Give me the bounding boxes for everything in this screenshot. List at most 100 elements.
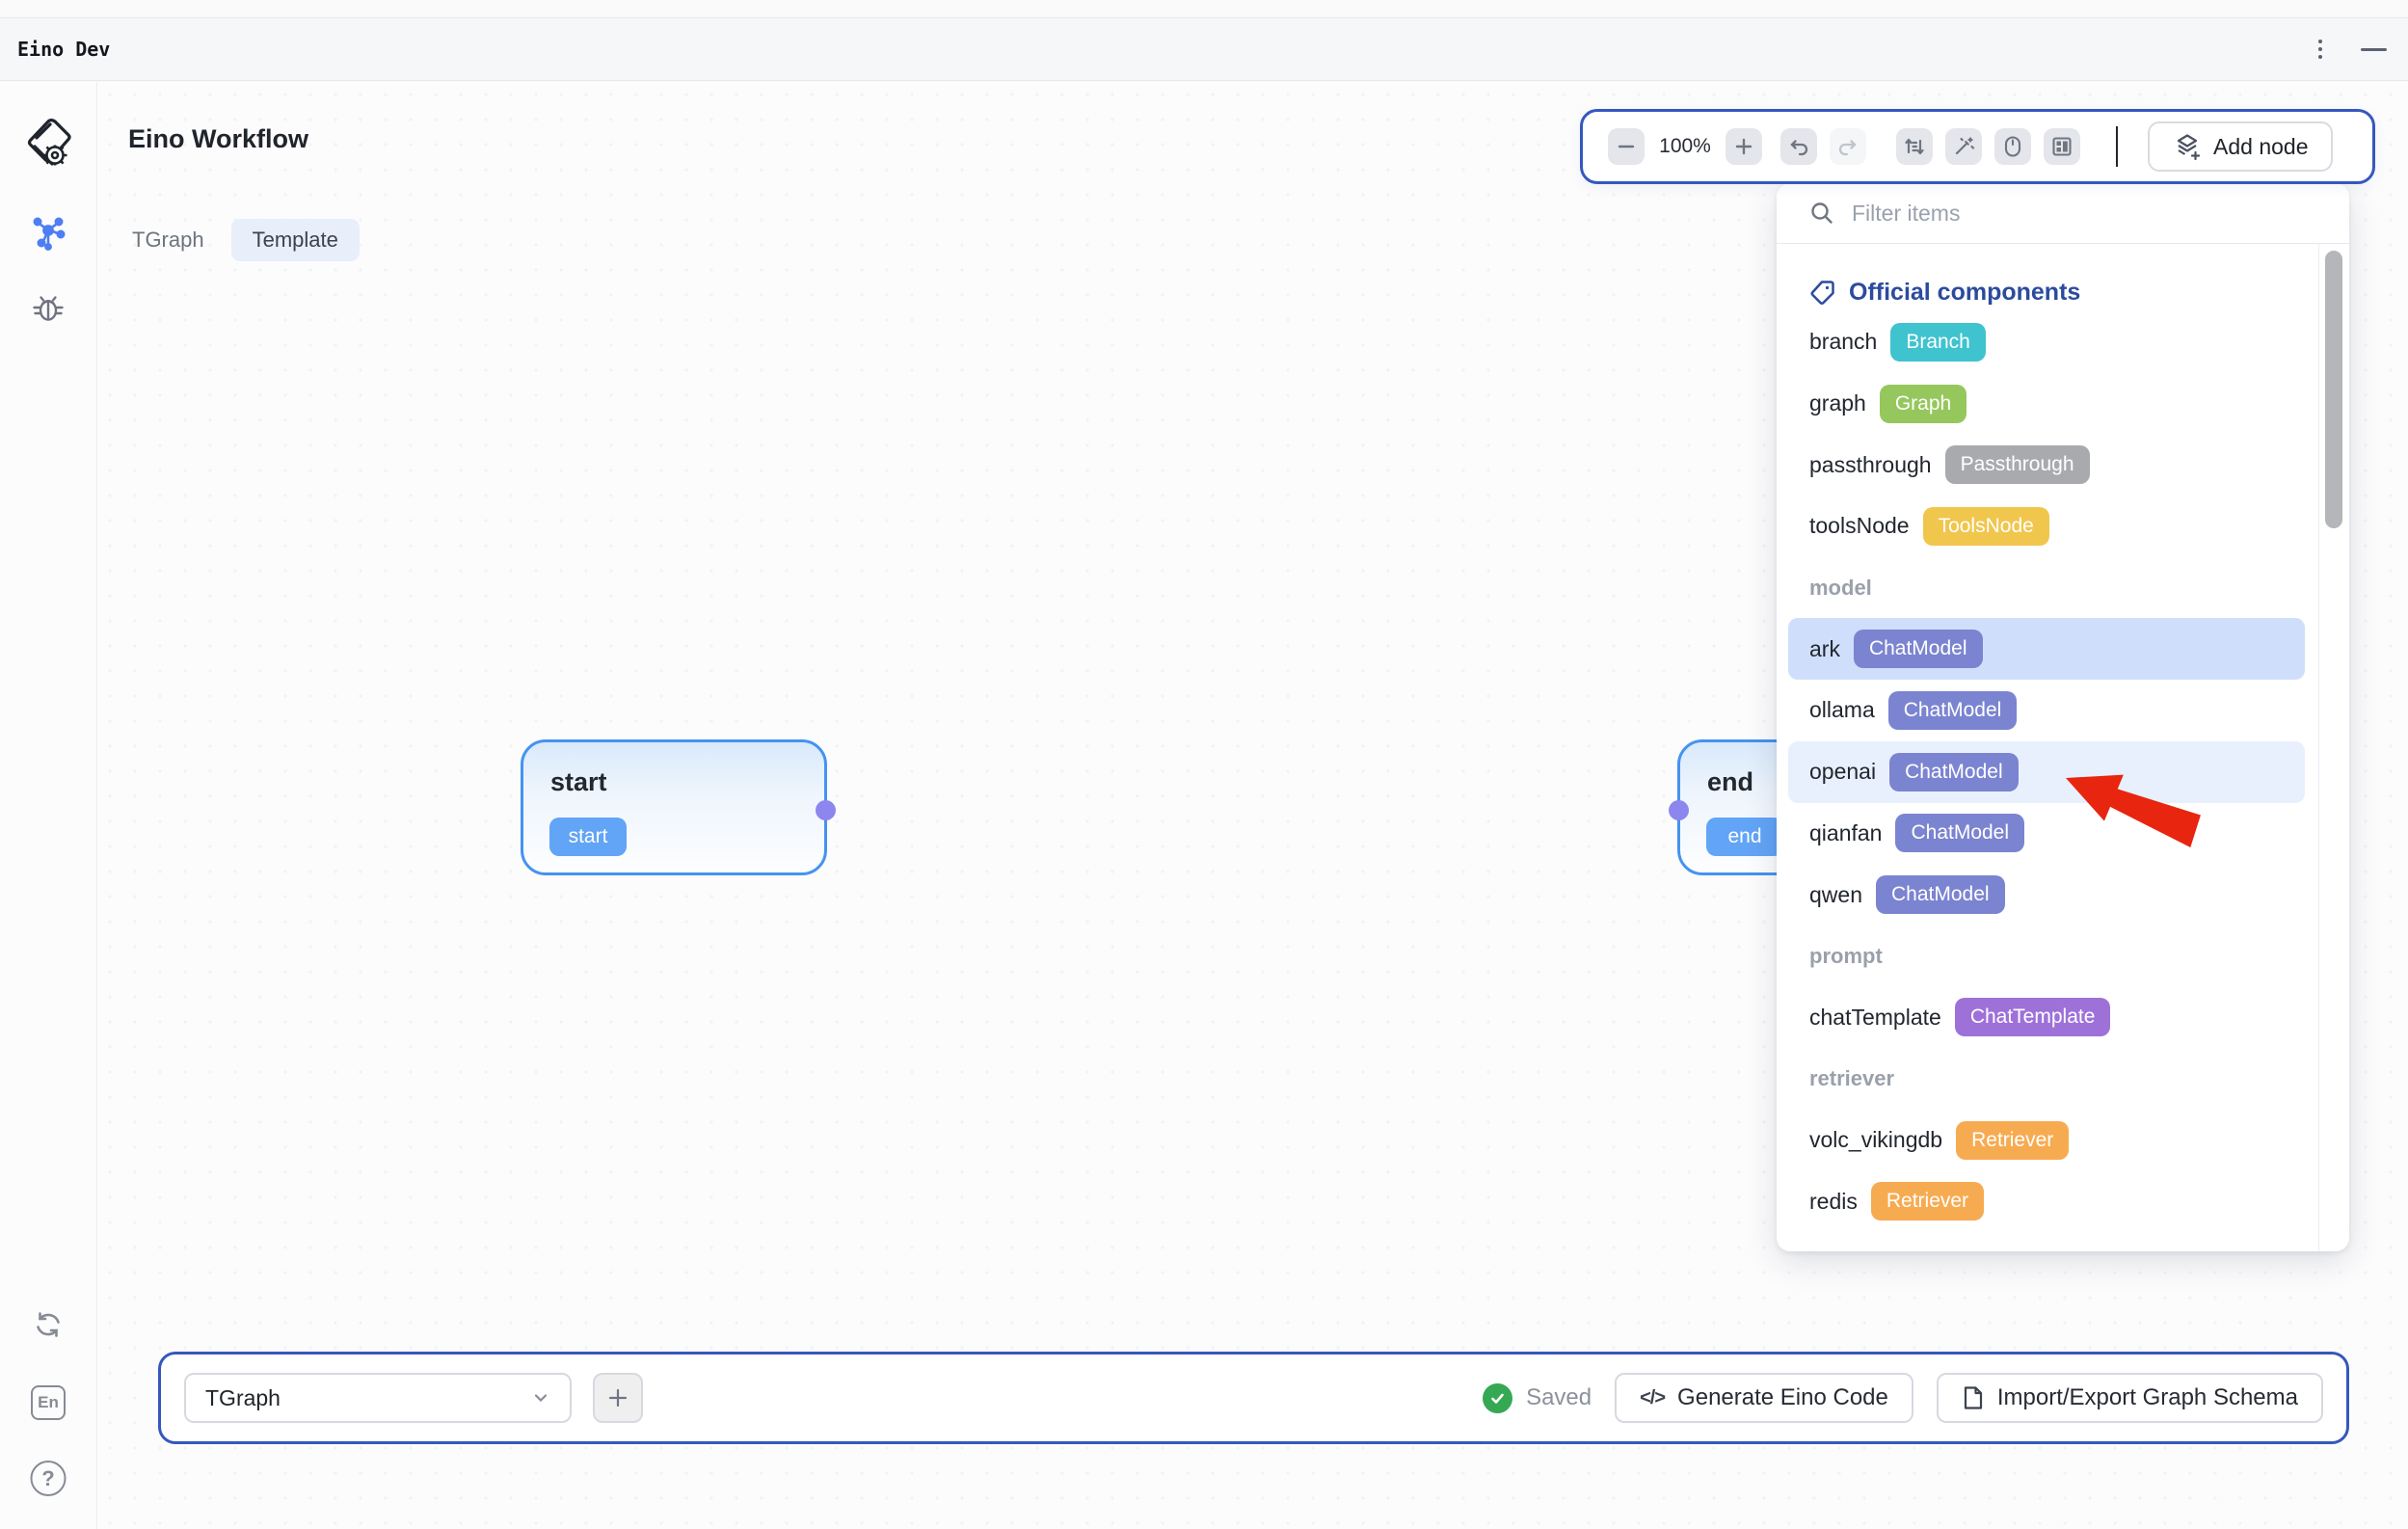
sidebar-refresh-icon[interactable] — [32, 1308, 65, 1341]
save-status: Saved — [1483, 1382, 1592, 1413]
filter-row — [1777, 183, 2349, 244]
window-minimize-icon[interactable] — [2361, 47, 2387, 51]
component-name: openai — [1809, 759, 1877, 785]
saved-label: Saved — [1526, 1384, 1592, 1410]
component-name: volc_vikingdb — [1809, 1127, 1943, 1153]
group-label-retriever: retriever — [1809, 1066, 1895, 1091]
component-name: ark — [1809, 635, 1840, 661]
generate-eino-code-label: Generate Eino Code — [1677, 1384, 1888, 1410]
component-name: branch — [1809, 329, 1878, 355]
eino-logo-icon — [23, 117, 73, 169]
official-components-title: Official components — [1849, 278, 2081, 306]
component-type-badge: ToolsNode — [1922, 506, 2049, 546]
layout-panels-button[interactable] — [2044, 128, 2080, 165]
code-icon: </> — [1640, 1386, 1666, 1408]
component-name: redis — [1809, 1188, 1858, 1214]
auto-layout-vertical-button[interactable] — [1896, 128, 1933, 165]
node-start-title: start — [550, 767, 607, 796]
component-type-badge: ChatModel — [1875, 875, 2005, 915]
component-name: qianfan — [1809, 819, 1883, 845]
help-label: ? — [41, 1465, 55, 1490]
group-label-model: model — [1809, 575, 1872, 600]
node-end-title: end — [1707, 767, 1754, 796]
workflow-canvas[interactable]: Eino Workflow TGraph Template start star… — [97, 82, 2408, 1529]
component-item-branch[interactable]: branch Branch — [1788, 311, 2305, 373]
component-name: chatTemplate — [1809, 1004, 1941, 1030]
node-start-output-port[interactable] — [816, 800, 836, 820]
import-export-schema-label: Import/Export Graph Schema — [1996, 1384, 2298, 1410]
official-components-header: Official components — [1809, 273, 2305, 311]
zoom-out-button[interactable] — [1608, 128, 1645, 165]
app-body: En ? Eino Workflow TGraph Template start… — [0, 82, 2408, 1529]
graph-select-value: TGraph — [205, 1384, 281, 1410]
language-label: En — [38, 1393, 59, 1411]
sidebar-item-debug[interactable] — [31, 290, 66, 325]
component-type-badge: Branch — [1890, 322, 1986, 362]
toolbar-divider — [2116, 126, 2118, 167]
zoom-level: 100% — [1659, 135, 1711, 157]
search-icon — [1811, 202, 1833, 224]
component-name: passthrough — [1809, 451, 1932, 477]
component-type-badge: Retriever — [1870, 1182, 1985, 1221]
component-item-ark[interactable]: ark ChatModel — [1788, 618, 2305, 681]
chevron-down-icon — [534, 1394, 548, 1403]
component-item-qianfan[interactable]: qianfan ChatModel — [1788, 803, 2305, 865]
page-title: Eino Workflow — [128, 124, 308, 153]
left-sidebar: En ? — [0, 82, 97, 1529]
node-start[interactable]: start start — [521, 739, 836, 875]
node-start-badge: start — [549, 818, 627, 856]
component-item-qwen[interactable]: qwen ChatModel — [1788, 864, 2305, 925]
mouse-mode-button[interactable] — [1994, 128, 2031, 165]
node-end-badge: end — [1706, 818, 1783, 856]
magic-wand-button[interactable] — [1945, 128, 1982, 165]
component-type-badge: ChatModel — [1887, 690, 2018, 730]
component-type-badge: ChatModel — [1853, 630, 1983, 669]
panel-scroll-divider — [2318, 244, 2319, 1251]
group-label-prompt: prompt — [1809, 943, 1883, 968]
window-menu-kebab-icon[interactable] — [2313, 34, 2328, 65]
generate-eino-code-button[interactable]: </> Generate Eino Code — [1615, 1373, 1913, 1423]
component-item-chatTemplate[interactable]: chatTemplate ChatTemplate — [1788, 987, 2305, 1049]
add-node-button[interactable]: Add node — [2148, 121, 2334, 172]
tab-template[interactable]: Template — [230, 219, 360, 261]
component-item-passthrough[interactable]: passthrough Passthrough — [1788, 434, 2305, 496]
view-tabs: TGraph Template — [132, 219, 360, 261]
component-item-ollama[interactable]: ollama ChatModel — [1788, 680, 2305, 741]
component-name: qwen — [1809, 881, 1862, 907]
zoom-in-button[interactable] — [1726, 128, 1762, 165]
document-icon — [1964, 1386, 1982, 1409]
layers-plus-icon — [2177, 134, 2201, 161]
component-name: ollama — [1809, 697, 1875, 723]
sidebar-item-graph-view[interactable] — [30, 214, 67, 251]
component-type-badge: Passthrough — [1944, 445, 2090, 485]
filter-items-input[interactable] — [1852, 200, 2276, 227]
saved-check-icon — [1483, 1382, 1513, 1413]
sidebar-language-icon[interactable]: En — [31, 1385, 66, 1420]
window-titlebar: Eino Dev — [0, 17, 2408, 81]
graph-select[interactable]: TGraph — [184, 1373, 572, 1423]
component-type-badge: ChatModel — [1895, 814, 2025, 853]
component-name: toolsNode — [1809, 513, 1910, 539]
add-node-panel: Official components branch Branch graphGra… — [1777, 183, 2349, 1251]
component-item-toolsNode[interactable]: toolsNode ToolsNode — [1788, 496, 2305, 557]
canvas-toolbar: 100% — [1580, 109, 2375, 184]
add-node-label: Add node — [2213, 133, 2309, 159]
component-name: graph — [1809, 390, 1866, 416]
bottom-action-bar: TGraph Saved </> Generate Eino Code — [158, 1352, 2349, 1444]
undo-button[interactable] — [1780, 128, 1817, 165]
add-graph-button[interactable] — [593, 1373, 643, 1423]
tag-icon — [1810, 281, 1834, 305]
component-type-badge: ChatTemplate — [1954, 998, 2111, 1037]
panel-scrollbar-thumb[interactable] — [2325, 251, 2342, 528]
tab-tgraph[interactable]: TGraph — [132, 228, 204, 252]
sidebar-help-icon[interactable]: ? — [30, 1461, 67, 1496]
redo-button[interactable] — [1830, 128, 1866, 165]
component-item-redis[interactable]: redis Retriever — [1788, 1171, 2305, 1233]
node-end-input-port[interactable] — [1669, 800, 1689, 820]
app-title: Eino Dev — [17, 38, 111, 61]
import-export-schema-button[interactable]: Import/Export Graph Schema — [1936, 1373, 2323, 1423]
